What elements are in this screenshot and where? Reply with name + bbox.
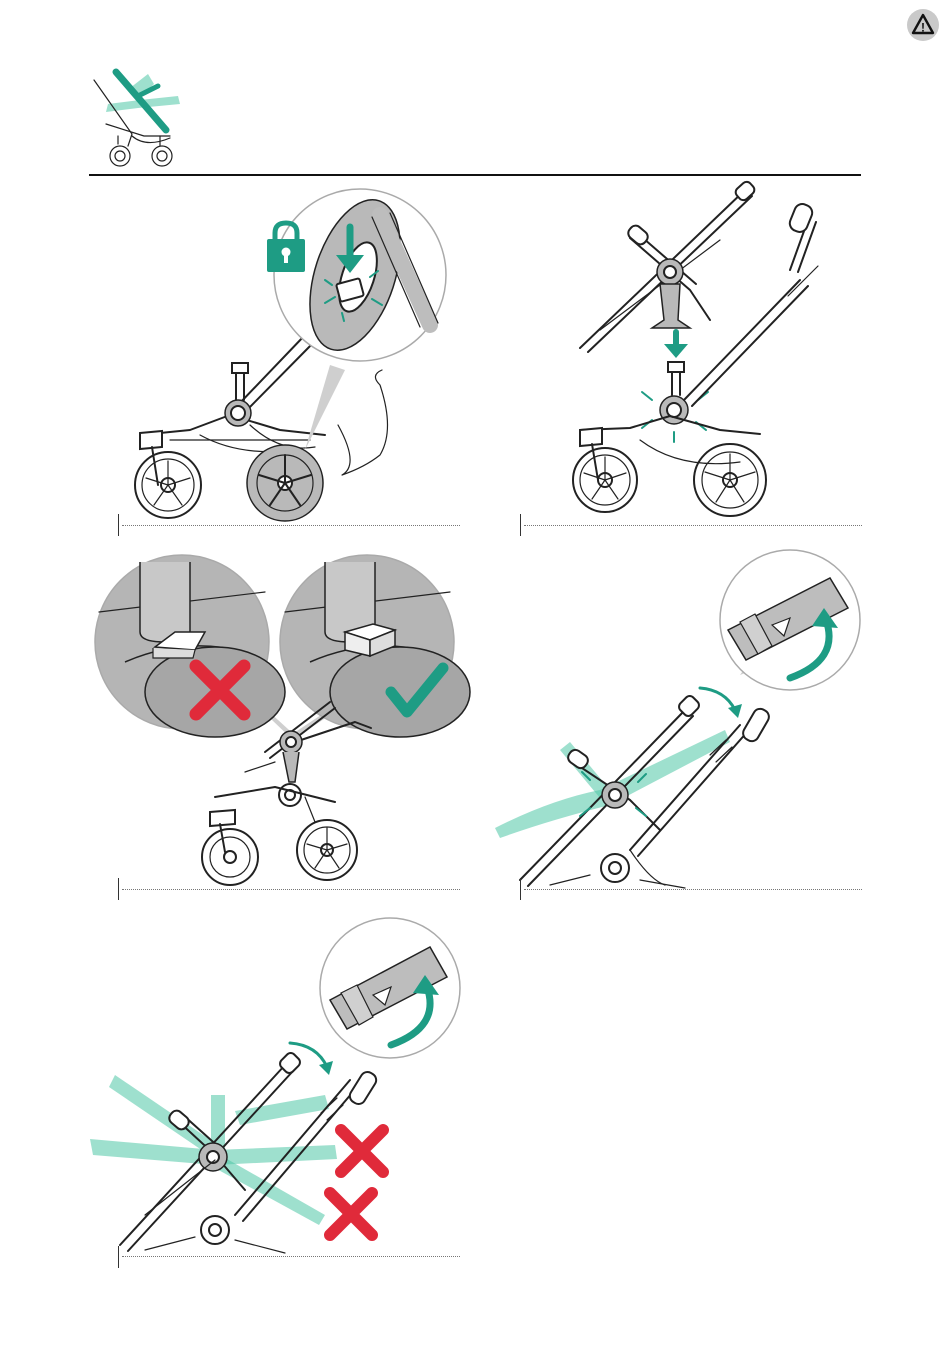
stroller-recline-icon [88,66,188,172]
step-5-marker [118,1246,119,1268]
step-3-marker [118,878,119,900]
step-2-illustration [560,180,870,525]
step-2-separator [524,525,862,526]
step-1-marker [118,514,119,536]
red-cross-icon [333,1122,391,1180]
step-4-illustration [490,550,870,890]
step-5-illustration [85,915,465,1255]
step-1-separator [122,525,460,526]
red-cross-icon [322,1185,380,1243]
padlock-icon [265,219,307,274]
step-4-marker [520,878,521,900]
green-check-icon [385,664,449,720]
step-3-separator [122,889,460,890]
warning-triangle-icon: ! [906,8,940,42]
red-cross-icon [188,658,252,722]
step-2-marker [520,514,521,536]
header-rule [89,174,861,176]
warning-glyph: ! [921,21,925,35]
step-5-separator [122,1256,460,1257]
step-4-separator [524,889,862,890]
